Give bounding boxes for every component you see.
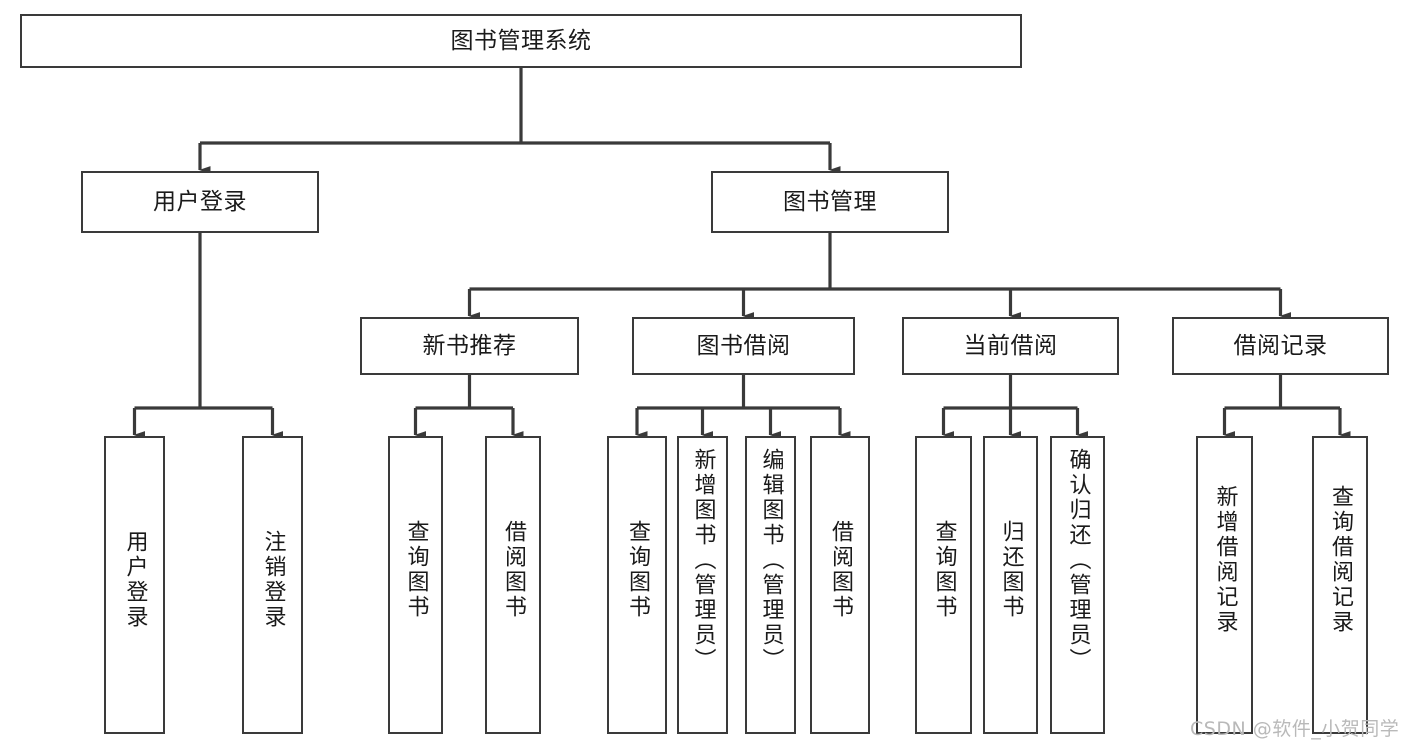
node-label-book-management: 图书管理: [783, 188, 877, 215]
node-label-leaf-user-logout: 注销登录: [260, 530, 286, 630]
node-leaf-add-book[interactable]: 新增图书（管理员）: [677, 436, 728, 734]
node-borrow-record[interactable]: 借阅记录: [1172, 317, 1389, 375]
node-user-login[interactable]: 用户登录: [81, 171, 319, 233]
node-leaf-query-book-1[interactable]: 查询图书: [388, 436, 443, 734]
node-label-leaf-query-book-2: 查询图书: [625, 520, 650, 620]
node-leaf-edit-book[interactable]: 编辑图书（管理员）: [745, 436, 796, 734]
node-label-root: 图书管理系统: [450, 27, 592, 54]
node-label-leaf-edit-book: 编辑图书（管理员）: [758, 448, 784, 673]
node-leaf-query-record[interactable]: 查询借阅记录: [1312, 436, 1368, 734]
node-label-leaf-query-book-3: 查询图书: [931, 520, 957, 620]
node-leaf-query-book-3[interactable]: 查询图书: [915, 436, 972, 734]
node-book-management[interactable]: 图书管理: [711, 171, 949, 233]
node-label-leaf-user-login: 用户登录: [122, 530, 148, 630]
node-root[interactable]: 图书管理系统: [20, 14, 1022, 68]
node-label-leaf-query-book-1: 查询图书: [403, 520, 429, 620]
node-leaf-user-login[interactable]: 用户登录: [104, 436, 165, 734]
node-label-leaf-borrow-book-1: 借阅图书: [501, 520, 526, 620]
node-leaf-user-logout[interactable]: 注销登录: [242, 436, 303, 734]
node-current-borrow[interactable]: 当前借阅: [902, 317, 1119, 375]
node-leaf-confirm-return[interactable]: 确认归还（管理员）: [1050, 436, 1105, 734]
node-label-book-borrow: 图书借阅: [696, 332, 791, 359]
node-label-leaf-borrow-book-2: 借阅图书: [828, 520, 853, 620]
node-leaf-query-book-2[interactable]: 查询图书: [607, 436, 667, 734]
node-label-user-login: 用户登录: [153, 188, 247, 215]
node-label-borrow-record: 借阅记录: [1233, 332, 1328, 359]
node-label-new-book-recommend: 新书推荐: [422, 332, 517, 359]
node-label-leaf-confirm-return: 确认归还（管理员）: [1065, 448, 1091, 673]
node-label-leaf-query-record: 查询借阅记录: [1328, 485, 1353, 635]
node-label-leaf-return-book: 归还图书: [998, 520, 1024, 620]
node-label-current-borrow: 当前借阅: [963, 332, 1058, 359]
node-label-leaf-add-book: 新增图书（管理员）: [690, 448, 716, 673]
node-new-book-recommend[interactable]: 新书推荐: [360, 317, 579, 375]
node-leaf-return-book[interactable]: 归还图书: [983, 436, 1038, 734]
node-leaf-borrow-book-2[interactable]: 借阅图书: [810, 436, 870, 734]
node-book-borrow[interactable]: 图书借阅: [632, 317, 855, 375]
node-leaf-add-record[interactable]: 新增借阅记录: [1196, 436, 1253, 734]
node-label-leaf-add-record: 新增借阅记录: [1212, 485, 1238, 635]
node-leaf-borrow-book-1[interactable]: 借阅图书: [485, 436, 541, 734]
